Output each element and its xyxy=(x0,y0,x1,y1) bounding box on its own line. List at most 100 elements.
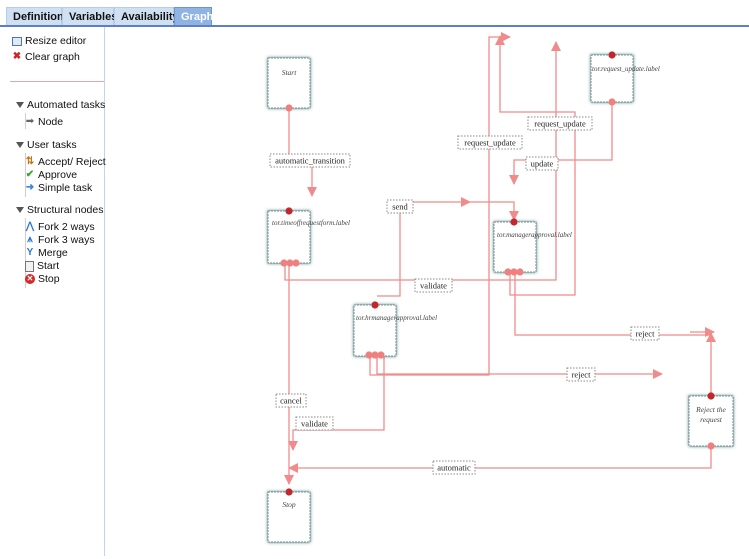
svg-text:automatic: automatic xyxy=(437,463,471,473)
edge-reject-hr xyxy=(376,356,663,379)
node-manager-approval-label: tor.managerapproval.label xyxy=(497,231,572,239)
port-out xyxy=(365,351,373,359)
collapse-triangle-icon xyxy=(16,102,24,108)
edge-label-validate-hr[interactable]: validate xyxy=(295,416,334,431)
tab-bar: Definition Variables Availability Graph xyxy=(0,0,749,26)
structural-nodes-label: Structural nodes xyxy=(27,204,104,216)
port-out xyxy=(292,259,300,267)
tab-availability[interactable]: Availability xyxy=(114,7,179,26)
edge-label-validate-manager[interactable]: validate xyxy=(414,278,453,293)
palette-divider xyxy=(10,81,104,82)
checkmark-icon: ✔ xyxy=(25,169,35,180)
port-out xyxy=(504,268,512,276)
edge-label-reject-manager[interactable]: reject xyxy=(630,326,660,341)
palette-fork-2[interactable]: ⋀ Fork 2 ways xyxy=(25,221,95,233)
node-reject-request-label-1: Reject the xyxy=(695,405,726,414)
palette-simple-task[interactable]: ➜ Simple task xyxy=(25,182,92,194)
svg-text:request_update: request_update xyxy=(534,119,586,129)
automated-tasks-header[interactable]: Automated tasks xyxy=(16,99,105,111)
palette-accept-reject-label: Accept/ Reject xyxy=(38,156,106,168)
palette-start[interactable]: Start xyxy=(25,260,59,272)
tab-variables[interactable]: Variables xyxy=(62,7,117,26)
user-tasks-label: User tasks xyxy=(27,139,77,151)
node-manager-approval[interactable]: tor.managerapproval.label xyxy=(493,221,572,273)
stop-icon: ✕ xyxy=(25,274,35,284)
automated-tasks-label: Automated tasks xyxy=(27,99,106,111)
tree-line xyxy=(25,113,26,129)
port-in xyxy=(285,207,293,215)
edge-label-cancel[interactable]: cancel xyxy=(275,393,307,408)
palette-sidebar: Resize editor ✖ Clear graph Automated ta… xyxy=(0,27,106,556)
svg-text:send: send xyxy=(392,202,408,212)
palette-node-label: Node xyxy=(38,116,64,128)
palette-node[interactable]: ➡ Node xyxy=(25,116,63,128)
edge-label-automatic[interactable]: automatic xyxy=(432,460,476,475)
svg-text:validate: validate xyxy=(301,419,328,429)
node-reject-request[interactable]: Reject the request xyxy=(688,395,734,447)
clear-graph-label: Clear graph xyxy=(25,51,80,63)
port-out xyxy=(377,351,385,359)
palette-accept-reject[interactable]: ⇅ Accept/ Reject xyxy=(25,156,106,168)
arrow-right-icon: ➜ xyxy=(25,182,35,193)
svg-text:update: update xyxy=(531,159,554,169)
tab-definition[interactable]: Definition xyxy=(6,7,64,26)
palette-stop-label: Stop xyxy=(38,273,60,285)
edge-label-automatic-transition[interactable]: automatic_transition xyxy=(269,153,351,168)
tree-line xyxy=(25,218,26,288)
svg-text:reject: reject xyxy=(572,370,592,380)
gear-arrow-icon: ➡ xyxy=(25,116,35,127)
edge-label-request-update-mid[interactable]: request_update xyxy=(527,116,593,131)
resize-editor-button[interactable]: Resize editor xyxy=(12,35,86,47)
palette-fork-2-label: Fork 2 ways xyxy=(38,221,95,233)
structural-nodes-header[interactable]: Structural nodes xyxy=(16,204,103,216)
port-out xyxy=(510,268,518,276)
collapse-triangle-icon xyxy=(16,207,24,213)
document-icon xyxy=(25,260,34,272)
edge-label-update[interactable]: update xyxy=(525,156,559,171)
edge-label-reject-hr[interactable]: reject xyxy=(566,367,596,382)
node-stop-label: Stop xyxy=(282,500,296,509)
palette-simple-task-label: Simple task xyxy=(38,182,93,194)
port-in xyxy=(608,51,616,59)
graph-canvas[interactable]: Start tor.timeoffrequestform.label tor.m… xyxy=(105,27,749,556)
fork-icon: ⋀ xyxy=(25,221,35,232)
svg-text:automatic_transition: automatic_transition xyxy=(275,156,346,166)
palette-approve-label: Approve xyxy=(38,169,78,181)
resize-icon xyxy=(12,36,22,46)
edge-send xyxy=(377,197,471,297)
node-start[interactable]: Start xyxy=(267,57,311,109)
node-timeoff-form-label: tor.timeoffrequestform.label xyxy=(272,219,350,227)
svg-text:cancel: cancel xyxy=(280,396,302,406)
user-tasks-header[interactable]: User tasks xyxy=(16,139,77,151)
edge-label-send[interactable]: send xyxy=(386,199,414,214)
edge-automatic xyxy=(288,440,712,473)
svg-text:request_update: request_update xyxy=(464,138,516,148)
port-in xyxy=(707,392,715,400)
tree-line xyxy=(25,153,26,197)
port-out xyxy=(608,98,616,106)
svg-text:validate: validate xyxy=(420,281,447,291)
close-icon: ✖ xyxy=(12,51,22,62)
node-timeoff-form[interactable]: tor.timeoffrequestform.label xyxy=(267,210,350,264)
port-out xyxy=(280,259,288,267)
node-request-update[interactable]: tor.request_update.label xyxy=(590,54,660,103)
node-request-update-label: tor.request_update.label xyxy=(592,65,660,73)
palette-approve[interactable]: ✔ Approve xyxy=(25,169,77,181)
palette-merge-label: Merge xyxy=(38,247,68,259)
edge-label-request-update-top[interactable]: request_update xyxy=(457,135,523,150)
palette-start-label: Start xyxy=(37,260,60,272)
clear-graph-button[interactable]: ✖ Clear graph xyxy=(12,51,80,63)
edge-reject-manager xyxy=(514,272,716,342)
edge-request-update-mid xyxy=(495,35,576,296)
svg-text:reject: reject xyxy=(636,329,656,339)
port-out xyxy=(285,104,293,112)
node-hr-manager-approval[interactable]: tor.hrmanagerapproval.label xyxy=(353,304,437,357)
port-in xyxy=(285,488,293,496)
palette-stop[interactable]: ✕ Stop xyxy=(25,273,60,285)
node-stop[interactable]: Stop xyxy=(267,491,311,543)
tab-graph[interactable]: Graph xyxy=(174,7,213,26)
palette-merge[interactable]: Y Merge xyxy=(25,247,68,259)
palette-fork-3[interactable]: ⩚ Fork 3 ways xyxy=(25,234,94,246)
port-in xyxy=(510,218,518,226)
tab-bar-underline xyxy=(0,25,749,27)
